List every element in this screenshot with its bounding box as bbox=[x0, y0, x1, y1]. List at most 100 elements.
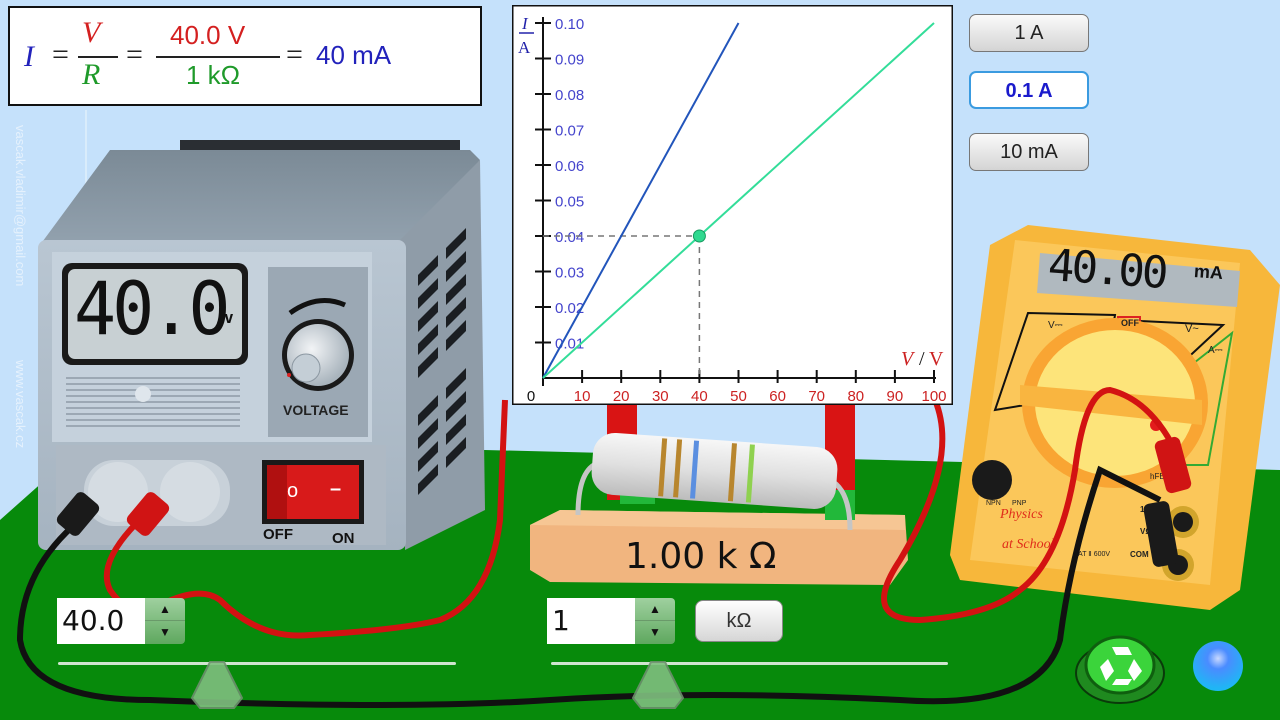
voltage-knob-label: VOLTAGE bbox=[283, 402, 349, 418]
dial-red-dot bbox=[1150, 419, 1162, 431]
x-tick-label: 60 bbox=[769, 388, 786, 405]
resistance-unit-button[interactable]: kΩ bbox=[695, 600, 783, 642]
voltage-input[interactable]: 40.0 bbox=[57, 598, 145, 644]
x-tick-label: 30 bbox=[652, 388, 669, 405]
resistance-increment-button[interactable]: ▲ bbox=[635, 598, 675, 621]
switch-on-label: ON bbox=[332, 530, 355, 547]
switch-off-label: OFF bbox=[263, 526, 293, 543]
formula-resistance-value: 1 kΩ bbox=[186, 60, 241, 90]
switch-on-glyph: – bbox=[330, 478, 342, 500]
brand-line-1: Physics bbox=[1000, 507, 1043, 522]
fraction-line-1 bbox=[78, 56, 118, 58]
formula-result: 40 mA bbox=[316, 40, 392, 70]
reset-button[interactable] bbox=[1072, 625, 1168, 705]
multimeter-lcd[interactable] bbox=[1037, 253, 1240, 307]
range-button-0-1a[interactable]: 0.1 A bbox=[969, 71, 1089, 109]
recycle-icon bbox=[1100, 647, 1142, 685]
voltage-lcd-unit: v bbox=[224, 308, 234, 327]
x-tick-label: 10 bbox=[574, 388, 591, 405]
x-axis-unit: V bbox=[929, 348, 944, 370]
brand-line-2: at School bbox=[1002, 537, 1055, 552]
multimeter-lcd-unit: mA bbox=[1193, 261, 1224, 283]
resistance-display: 1.00 k Ω bbox=[625, 536, 777, 577]
watermark-website: www.vascak.cz bbox=[13, 360, 28, 449]
switch-off-glyph: o bbox=[287, 480, 299, 502]
indicator-led bbox=[135, 386, 151, 402]
x-tick-label: 100 bbox=[921, 388, 946, 405]
pnp-label: PNP bbox=[1012, 500, 1027, 507]
voltage-slider-thumb[interactable] bbox=[190, 660, 244, 710]
voltage-spinner: ▲ ▼ bbox=[145, 598, 185, 644]
y-axis-symbol: I bbox=[521, 14, 529, 33]
y-tick-label: 0.05 bbox=[555, 194, 584, 211]
resistance-slider-track[interactable] bbox=[551, 662, 948, 665]
power-supply-top bbox=[40, 150, 480, 255]
formula-voltage-symbol: V bbox=[82, 16, 101, 49]
knob-arc bbox=[288, 298, 347, 316]
x-tick-label: 40 bbox=[691, 388, 708, 405]
voltage-lcd bbox=[68, 269, 242, 359]
origin-label: 0 bbox=[527, 388, 535, 405]
current-point-marker bbox=[692, 229, 706, 243]
switch-shadow bbox=[267, 465, 287, 519]
knob-center bbox=[291, 353, 321, 383]
x-tick-label: 20 bbox=[613, 388, 630, 405]
formula-voltage-value: 40.0 V bbox=[170, 20, 246, 50]
resistance-decrement-button[interactable]: ▼ bbox=[649, 625, 661, 639]
terminal-red[interactable] bbox=[160, 462, 220, 522]
formula-equals-1: = bbox=[52, 38, 69, 71]
series-line bbox=[542, 22, 935, 379]
y-tick-label: 0.09 bbox=[555, 52, 584, 69]
formula-equals-3: = bbox=[286, 38, 303, 71]
y-tick-label: 0.02 bbox=[555, 300, 584, 317]
series-line bbox=[542, 22, 740, 379]
ac-volt-label: V~ bbox=[1185, 323, 1199, 335]
y-tick-label: 0.10 bbox=[555, 16, 584, 33]
voltage-lcd-value: 40.0 bbox=[74, 265, 231, 353]
vohm-label: VΩ bbox=[1140, 527, 1152, 536]
x-tick-label: 90 bbox=[887, 388, 904, 405]
range-button-1a[interactable]: 1 A bbox=[969, 14, 1089, 52]
10a-label: 10A bbox=[1140, 505, 1155, 514]
terminal-black[interactable] bbox=[88, 462, 148, 522]
x-tick-label: 50 bbox=[730, 388, 747, 405]
dc-amp-label: A⎓ bbox=[1208, 345, 1223, 356]
x-axis-slash: / bbox=[919, 348, 925, 370]
jack-va-hole bbox=[1173, 512, 1193, 532]
y-tick-label: 0.03 bbox=[555, 265, 584, 282]
hfe-socket bbox=[972, 460, 1012, 500]
dc-volt-label: V⎓ bbox=[1048, 320, 1063, 331]
info-button[interactable] bbox=[1190, 638, 1246, 694]
jack-com-hole bbox=[1168, 555, 1188, 575]
y-tick-label: 0.06 bbox=[555, 158, 584, 175]
formula-equals-2: = bbox=[126, 38, 143, 71]
y-tick-label: 0.04 bbox=[555, 229, 584, 246]
hfe-label: hFE bbox=[1150, 472, 1165, 481]
y-axis-unit: A bbox=[518, 38, 531, 57]
ohms-law-formula: I = V R = 40.0 V 1 kΩ = 40 mA bbox=[8, 6, 482, 106]
knob-indicator bbox=[287, 373, 291, 377]
resistance-spinner: ▲ ▼ bbox=[635, 598, 675, 644]
y-tick-label: 0.08 bbox=[555, 87, 584, 104]
com-label: COM bbox=[1130, 550, 1149, 559]
x-axis-symbol: V bbox=[901, 348, 916, 370]
voltage-decrement-button[interactable]: ▼ bbox=[159, 625, 171, 639]
resistance-slider-thumb[interactable] bbox=[631, 660, 685, 710]
formula-resistance-symbol: R bbox=[82, 58, 101, 91]
voltage-slider-track[interactable] bbox=[58, 662, 456, 665]
range-button-10ma[interactable]: 10 mA bbox=[969, 133, 1089, 171]
multimeter-lcd-value: 40.00 bbox=[1046, 239, 1168, 300]
watermark-email: vascak.vladimir@gmail.com bbox=[13, 125, 28, 287]
npn-label: NPN bbox=[986, 500, 1001, 507]
y-tick-label: 0.07 bbox=[555, 123, 584, 140]
formula-current-symbol: I bbox=[24, 40, 34, 73]
resistance-input[interactable]: 1 bbox=[547, 598, 635, 644]
cat-label: CAT Ⅱ 600V bbox=[1073, 551, 1111, 558]
voltage-increment-button[interactable]: ▲ bbox=[145, 598, 185, 621]
x-tick-label: 70 bbox=[808, 388, 825, 405]
fraction-line-2 bbox=[156, 56, 280, 58]
x-tick-label: 80 bbox=[847, 388, 864, 405]
multimeter-off-label: OFF bbox=[1121, 318, 1139, 328]
